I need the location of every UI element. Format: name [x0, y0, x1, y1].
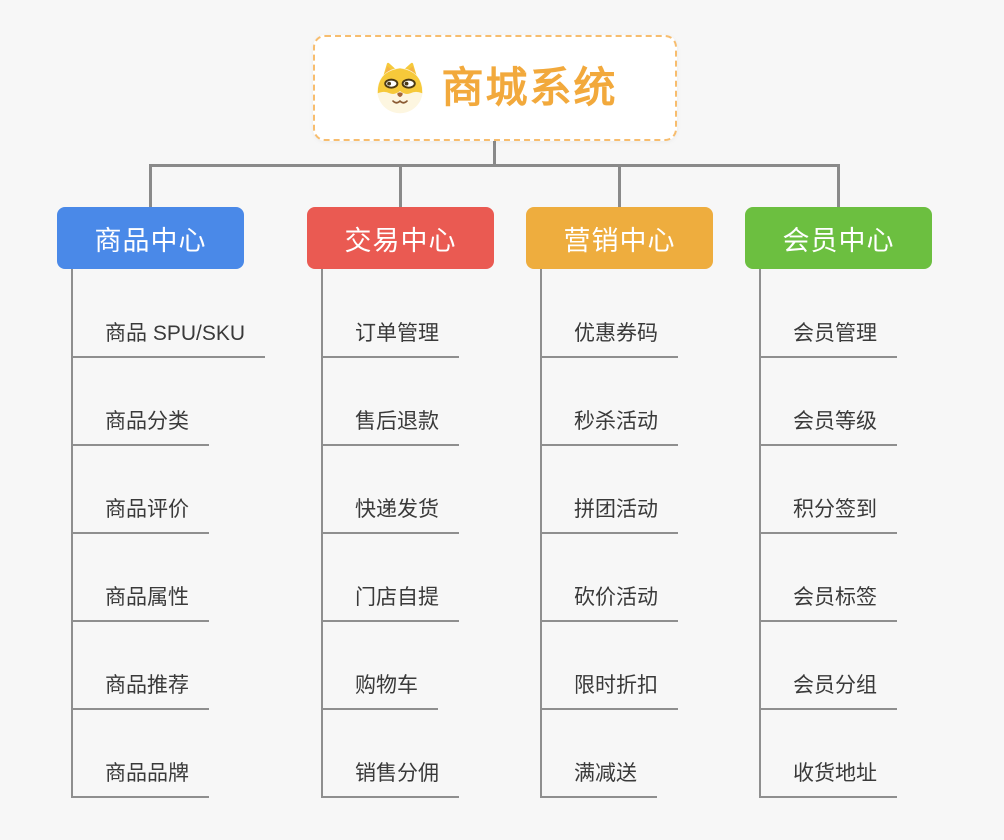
leaf-node[interactable]: 收货地址: [759, 759, 897, 798]
leaf-node[interactable]: 销售分佣: [321, 759, 459, 798]
branch-node-trade-center[interactable]: 交易中心: [307, 207, 494, 269]
connector-drop-member: [837, 164, 840, 209]
leaf-node[interactable]: 售后退款: [321, 407, 459, 446]
leaf-node[interactable]: 商品推荐: [71, 671, 209, 710]
branch-node-member-center[interactable]: 会员中心: [745, 207, 932, 269]
leaf-node[interactable]: 商品属性: [71, 583, 209, 622]
branch-marketing-center: 营销中心 优惠券码 秒杀活动 拼团活动 砍价活动 限时折扣 满减送: [526, 207, 776, 807]
leaf-node[interactable]: 秒杀活动: [540, 407, 678, 446]
branch-node-marketing-center[interactable]: 营销中心: [526, 207, 713, 269]
leaf-node[interactable]: 满减送: [540, 759, 657, 798]
leaf-node[interactable]: 会员标签: [759, 583, 897, 622]
connector-drop-trade: [399, 164, 402, 209]
leaf-node[interactable]: 会员管理: [759, 319, 897, 358]
connector-root-drop: [493, 138, 496, 166]
leaf-node[interactable]: 砍价活动: [540, 583, 678, 622]
root-node[interactable]: 商城系统: [313, 35, 677, 141]
connector-bus: [149, 164, 840, 167]
leaf-node[interactable]: 快递发货: [321, 495, 459, 534]
leaf-node[interactable]: 门店自提: [321, 583, 459, 622]
leaf-node[interactable]: 商品分类: [71, 407, 209, 446]
leaf-node[interactable]: 购物车: [321, 671, 438, 710]
leaf-node[interactable]: 会员分组: [759, 671, 897, 710]
connector-drop-product: [149, 164, 152, 209]
leaf-node[interactable]: 会员等级: [759, 407, 897, 446]
branch-node-product-center[interactable]: 商品中心: [57, 207, 244, 269]
leaf-node[interactable]: 限时折扣: [540, 671, 678, 710]
leaf-node[interactable]: 积分签到: [759, 495, 897, 534]
leaf-node[interactable]: 订单管理: [321, 319, 459, 358]
branch-trade-center: 交易中心 订单管理 售后退款 快递发货 门店自提 购物车 销售分佣: [307, 207, 557, 807]
branch-member-center: 会员中心 会员管理 会员等级 积分签到 会员标签 会员分组 收货地址: [745, 207, 995, 807]
leaf-node[interactable]: 商品 SPU/SKU: [71, 319, 266, 358]
leaf-node[interactable]: 拼团活动: [540, 495, 678, 534]
dog-face-icon: [377, 62, 424, 114]
leaf-node[interactable]: 优惠券码: [540, 319, 678, 358]
root-title: 商城系统: [441, 64, 618, 111]
leaf-node[interactable]: 商品品牌: [71, 759, 209, 798]
branch-product-center: 商品中心 商品 SPU/SKU 商品分类 商品评价 商品属性 商品推荐 商品品牌: [57, 207, 307, 807]
connector-drop-marketing: [618, 164, 621, 209]
leaf-node[interactable]: 商品评价: [71, 495, 209, 534]
